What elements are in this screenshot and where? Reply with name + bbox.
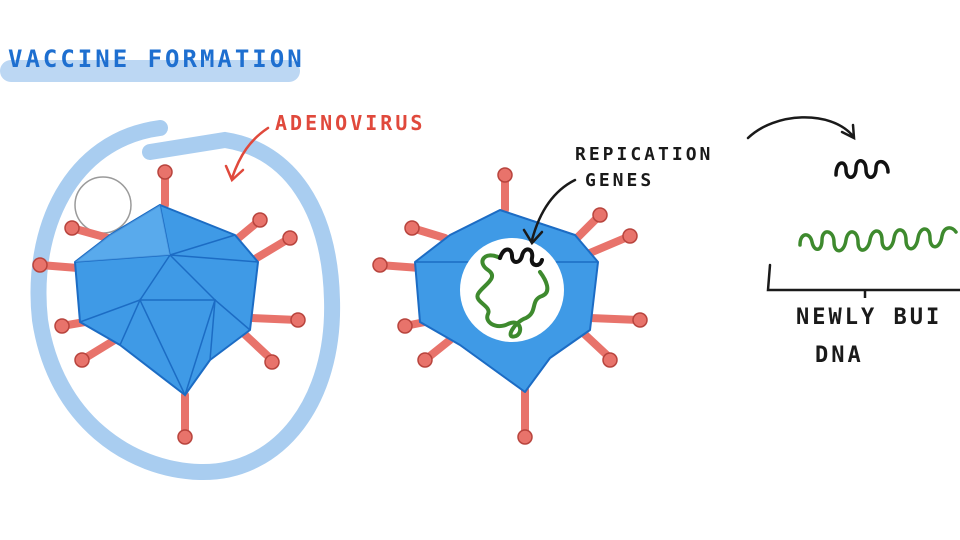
long-green-dna [800, 228, 956, 251]
adenovirus-2 [373, 168, 647, 444]
adenovirus-label: ADENOVIRUS [275, 111, 425, 135]
page-title: VACCINE FORMATION [8, 45, 305, 73]
top-curved-arrow [748, 117, 852, 138]
small-black-dna [836, 161, 888, 178]
new-dna-label-line2: DNA [815, 343, 864, 368]
new-dna-section: NEWLY BUI DNA [748, 117, 960, 368]
new-dna-label-line1: NEWLY BUI [796, 305, 942, 330]
replication-genes-label-line2: GENES [585, 170, 654, 191]
replication-genes-label-line1: REPICATION [575, 144, 713, 165]
dna-bracket [768, 265, 960, 290]
adenovirus-1 [33, 128, 332, 472]
outline-circle [75, 177, 131, 233]
title-group: VACCINE FORMATION [0, 45, 305, 82]
